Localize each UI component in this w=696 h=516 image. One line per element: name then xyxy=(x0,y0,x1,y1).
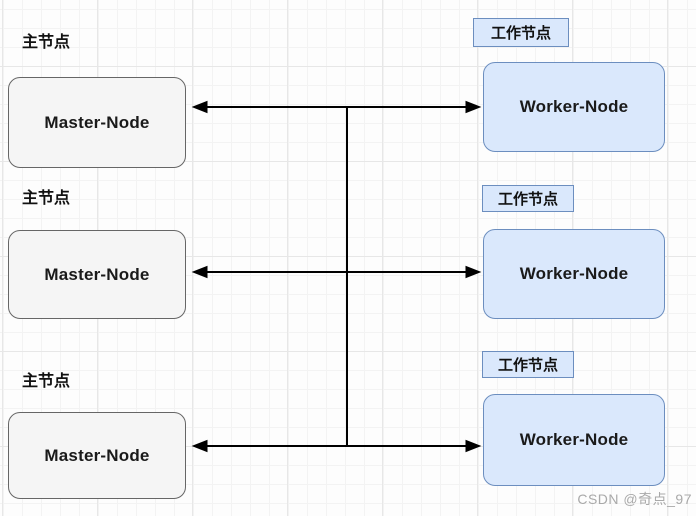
worker-node-box-3: Worker-Node xyxy=(483,394,665,486)
arrow-right-head xyxy=(465,100,482,114)
worker-caption-badge-1: 工作节点 xyxy=(473,18,569,47)
master-caption-3: 主节点 xyxy=(22,373,71,390)
arrow-left-head xyxy=(191,439,208,453)
bidirectional-arrow-row-3 xyxy=(191,439,482,453)
arrow-left-head xyxy=(191,265,208,279)
worker-node-box-2: Worker-Node xyxy=(483,229,665,319)
master-node-box-1: Master-Node xyxy=(8,77,186,168)
bidirectional-arrow-row-1 xyxy=(191,100,482,114)
bidirectional-arrow-row-2 xyxy=(191,265,482,279)
worker-caption-badge-2: 工作节点 xyxy=(482,185,574,212)
arrow-right-head xyxy=(465,265,482,279)
master-node-box-2: Master-Node xyxy=(8,230,186,319)
csdn-watermark: CSDN @奇点_97 xyxy=(577,491,692,507)
worker-node-box-1: Worker-Node xyxy=(483,62,665,152)
master-caption-1: 主节点 xyxy=(22,34,71,51)
worker-caption-badge-3: 工作节点 xyxy=(482,351,574,378)
arrow-left-head xyxy=(191,100,208,114)
arrow-right-head xyxy=(465,439,482,453)
master-node-box-3: Master-Node xyxy=(8,412,186,499)
master-caption-2: 主节点 xyxy=(22,190,71,207)
